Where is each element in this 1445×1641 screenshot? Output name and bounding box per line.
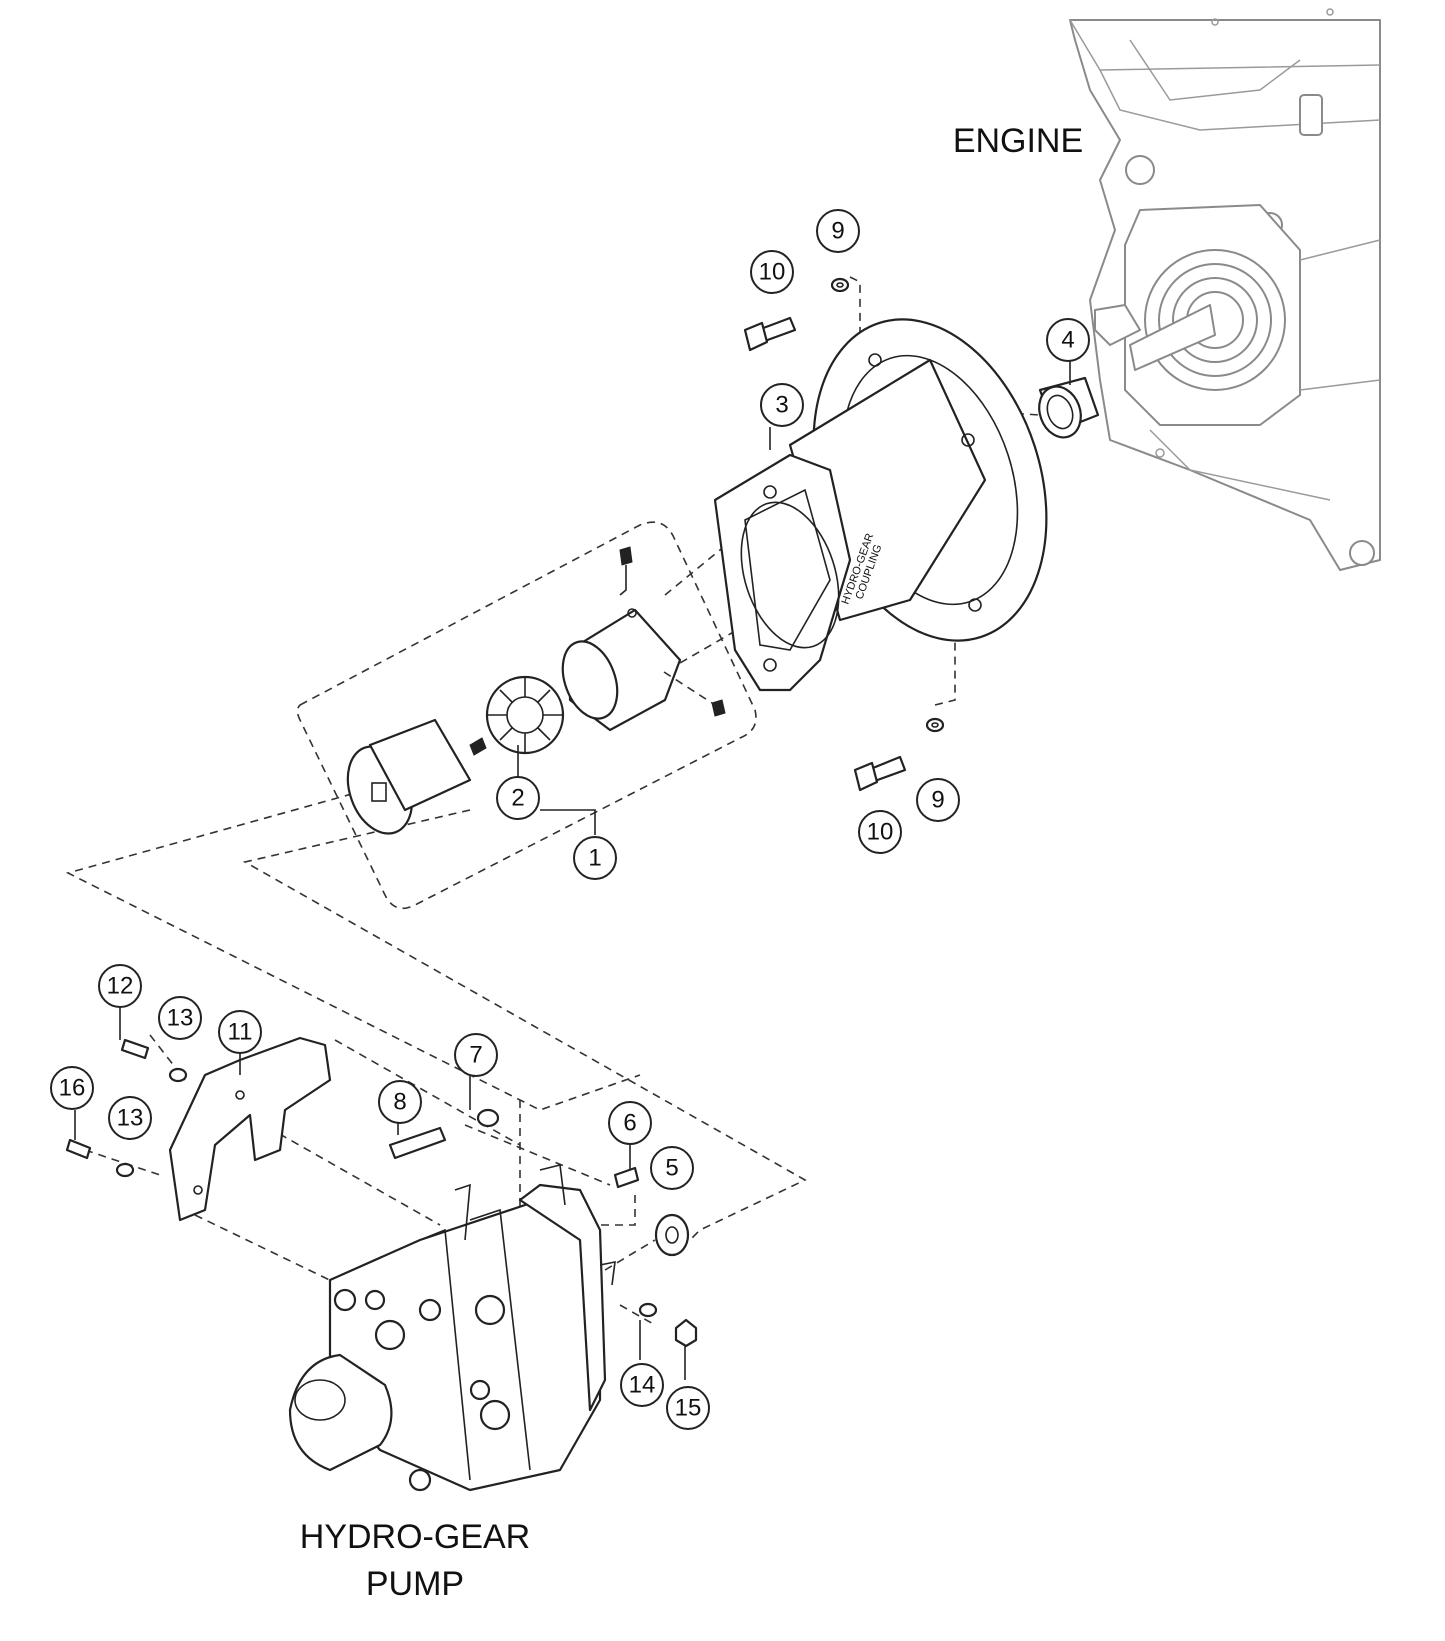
engine-label: ENGINE [953, 122, 1083, 160]
callout-13-upper: 13 [158, 996, 202, 1040]
callout-16-number: 16 [59, 1075, 86, 1102]
callout-8-number: 8 [393, 1089, 406, 1116]
callout-9-lower: 9 [916, 778, 960, 822]
callout-14: 14 [620, 1363, 664, 1407]
callout-5: 5 [650, 1146, 694, 1190]
callout-15-number: 15 [675, 1395, 702, 1422]
callout-6-number: 6 [623, 1110, 636, 1137]
callout-1-number: 1 [588, 845, 601, 872]
callout-9-upper-number: 9 [831, 218, 844, 245]
callout-9-upper: 9 [816, 209, 860, 253]
hydro-gear-pump [288, 1164, 616, 1492]
callout-10-upper-number: 10 [759, 259, 786, 286]
callout-11-number: 11 [228, 1019, 253, 1046]
callout-13-lower: 13 [108, 1096, 152, 1140]
small-fasteners [65, 1038, 698, 1348]
callout-6: 6 [608, 1101, 652, 1145]
callout-16: 16 [50, 1066, 94, 1110]
callout-12-number: 12 [107, 973, 134, 1000]
callout-2-number: 2 [511, 785, 524, 812]
lower-bolt-washer [853, 717, 945, 792]
callout-4-number: 4 [1061, 327, 1074, 354]
callout-1: 1 [573, 836, 617, 880]
coupling-kit [296, 521, 757, 910]
mount-bracket [168, 1036, 332, 1222]
callout-7: 7 [454, 1033, 498, 1077]
callout-10-lower: 10 [858, 810, 902, 854]
callout-3: 3 [760, 383, 804, 427]
shaft-bushing [1038, 376, 1100, 439]
callout-15: 15 [666, 1386, 710, 1430]
callout-13-upper-number: 13 [167, 1005, 194, 1032]
pump-label-line1: HYDRO-GEAR [300, 1518, 530, 1556]
callout-7-number: 7 [469, 1042, 482, 1069]
callout-9-lower-number: 9 [931, 787, 944, 814]
callout-8: 8 [378, 1080, 422, 1124]
callout-5-number: 5 [665, 1155, 678, 1182]
callout-2: 2 [496, 776, 540, 820]
adapter-housing: HYDRO-GEAR COUPLING [713, 318, 1048, 692]
upper-bolt-washer [743, 277, 850, 352]
spider-insert [485, 675, 565, 755]
callout-10-upper: 10 [750, 250, 794, 294]
callout-10-lower-number: 10 [867, 819, 894, 846]
engine-drawing [1069, 8, 1381, 571]
callout-12: 12 [98, 964, 142, 1008]
callout-3-number: 3 [775, 392, 788, 419]
callout-11: 11 [218, 1010, 262, 1054]
callout-13-lower-number: 13 [117, 1105, 144, 1132]
pump-label-line2: PUMP [366, 1565, 464, 1603]
callout-4: 4 [1046, 318, 1090, 362]
callout-14-number: 14 [629, 1372, 656, 1399]
